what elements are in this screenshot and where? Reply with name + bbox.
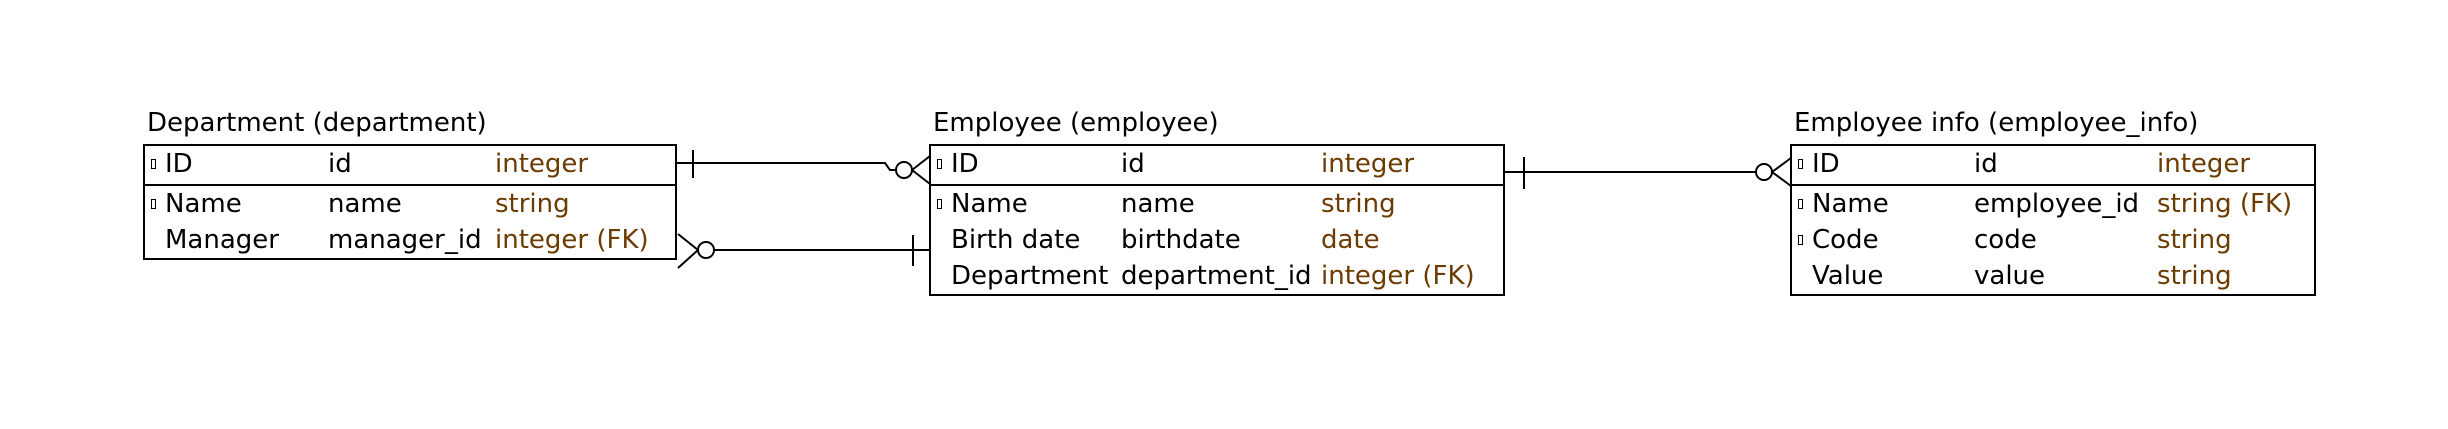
- field-type: integer: [1321, 149, 1415, 179]
- field-label: Name: [951, 189, 1028, 219]
- field-column: name: [1121, 189, 1195, 219]
- field-label: Birth date: [951, 225, 1081, 255]
- field-type: string: [2157, 225, 2232, 255]
- table-row[interactable]: ID id integer: [1792, 146, 2314, 186]
- field-column: id: [1121, 149, 1145, 179]
- key-icon: [1798, 199, 1803, 209]
- field-type: integer: [495, 149, 589, 179]
- field-label: Department: [951, 261, 1109, 291]
- field-label: ID: [1812, 149, 1840, 179]
- field-column: birthdate: [1121, 225, 1241, 255]
- field-type: string: [495, 189, 570, 219]
- field-label: Value: [1812, 261, 1884, 291]
- key-icon: [1798, 235, 1803, 245]
- entity-table: ID id integer Name name string Manager m…: [143, 144, 677, 260]
- field-column: employee_id: [1974, 189, 2140, 219]
- field-column: code: [1974, 225, 2037, 255]
- field-type: string: [1321, 189, 1396, 219]
- table-row[interactable]: Department department_id integer (FK): [931, 258, 1503, 294]
- field-column: id: [1974, 149, 1998, 179]
- entity-title: Employee info (employee_info): [1794, 108, 2199, 138]
- field-column: manager_id: [328, 225, 482, 255]
- field-label: Name: [1812, 189, 1889, 219]
- entity-title: Employee (employee): [933, 108, 1219, 138]
- relationship-employee-department[interactable]: [677, 233, 929, 269]
- table-row[interactable]: Birth date birthdate date: [931, 222, 1503, 258]
- table-row[interactable]: Name employee_id string (FK): [1792, 186, 2314, 222]
- field-label: Manager: [165, 225, 279, 255]
- field-type: integer (FK): [495, 225, 649, 255]
- key-icon: [1798, 159, 1803, 169]
- field-label: ID: [165, 149, 193, 179]
- field-type: string: [2157, 261, 2232, 291]
- key-icon: [151, 159, 156, 169]
- table-row[interactable]: Value value string: [1792, 258, 2314, 294]
- field-column: id: [328, 149, 352, 179]
- table-row[interactable]: ID id integer: [931, 146, 1503, 186]
- table-row[interactable]: ID id integer: [145, 146, 675, 186]
- field-label: Name: [165, 189, 242, 219]
- table-row[interactable]: Name name string: [931, 186, 1503, 222]
- relationship-employee-employee-info[interactable]: [1505, 157, 1792, 189]
- field-label: ID: [951, 149, 979, 179]
- entity-table: ID id integer Name name string Birth dat…: [929, 144, 1505, 296]
- entity-title: Department (department): [147, 108, 487, 138]
- key-icon: [151, 199, 156, 209]
- field-column: name: [328, 189, 402, 219]
- key-icon: [937, 199, 942, 209]
- relationship-department-employee[interactable]: [677, 150, 931, 185]
- table-row[interactable]: Manager manager_id integer (FK): [145, 222, 675, 258]
- field-type: string (FK): [2157, 189, 2293, 219]
- field-label: Code: [1812, 225, 1879, 255]
- table-row[interactable]: Name name string: [145, 186, 675, 222]
- field-column: value: [1974, 261, 2046, 291]
- field-type: integer (FK): [1321, 261, 1475, 291]
- key-icon: [937, 159, 942, 169]
- field-type: integer: [2157, 149, 2251, 179]
- field-column: department_id: [1121, 261, 1312, 291]
- table-row[interactable]: Code code string: [1792, 222, 2314, 258]
- field-type: date: [1321, 225, 1380, 255]
- entity-table: ID id integer Name employee_id string (F…: [1790, 144, 2316, 296]
